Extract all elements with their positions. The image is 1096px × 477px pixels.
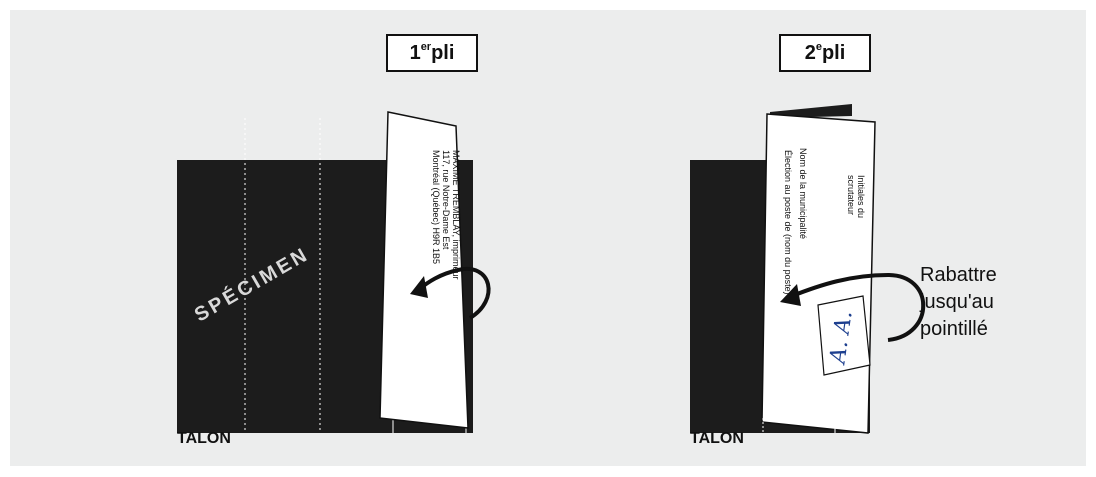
first-fold-arrow: [416, 266, 491, 320]
second-talon-label: TALON: [690, 430, 744, 447]
first-fold-flap: [379, 111, 469, 429]
election-text: Élection au poste de (nom du poste): [783, 150, 793, 295]
second-fold-suffix: pli: [821, 41, 846, 64]
fold-instruction-note: Rabattre jusqu'au pointillé: [920, 262, 997, 343]
initials-label: Initiales du scrutateur: [846, 175, 866, 218]
initials-label-line-2: scrutateur: [846, 175, 856, 215]
municipality-label: Nom de la municipalité: [798, 148, 808, 239]
municipality-text: Nom de la municipalité: [798, 148, 808, 239]
first-fold-suffix: pli: [431, 41, 455, 64]
election-label: Élection au poste de (nom du poste): [783, 150, 793, 295]
second-fold-arrow: [791, 272, 926, 342]
second-fold-ballot: Initiales du scrutateur Nom de la munici…: [690, 104, 926, 434]
first-fold-ballot: SPÉCIMEN MAXIME TREMBLAY, imprimeur 117,…: [177, 111, 491, 433]
note-line-1: Rabattre: [920, 264, 997, 286]
imprint-line-2: 117, rue Notre-Dame Est: [441, 150, 451, 250]
first-fold-number: 1: [409, 41, 421, 64]
printer-imprint: MAXIME TREMBLAY, imprimeur 117, rue Notr…: [431, 150, 461, 280]
second-fold-card: [761, 113, 876, 434]
second-fold-superscript: e: [815, 41, 822, 53]
note-line-2: jusqu'au: [920, 291, 994, 313]
back-flap-edge: [770, 104, 852, 118]
first-fold-superscript: er: [420, 41, 432, 53]
initials-box: [817, 295, 871, 376]
second-fold-arrow-head: [780, 284, 801, 306]
initials-label-line-1: Initiales du: [856, 175, 866, 218]
imprint-line-3: Montréal (Québec) H9R 1B5: [431, 150, 441, 264]
second-fold-number: 2: [804, 41, 816, 64]
first-talon-label: TALON: [177, 430, 231, 447]
note-line-3: pointillé: [920, 318, 988, 340]
first-fold-arrow-head: [410, 276, 428, 298]
imprint-line-1: MAXIME TREMBLAY, imprimeur: [451, 150, 461, 280]
